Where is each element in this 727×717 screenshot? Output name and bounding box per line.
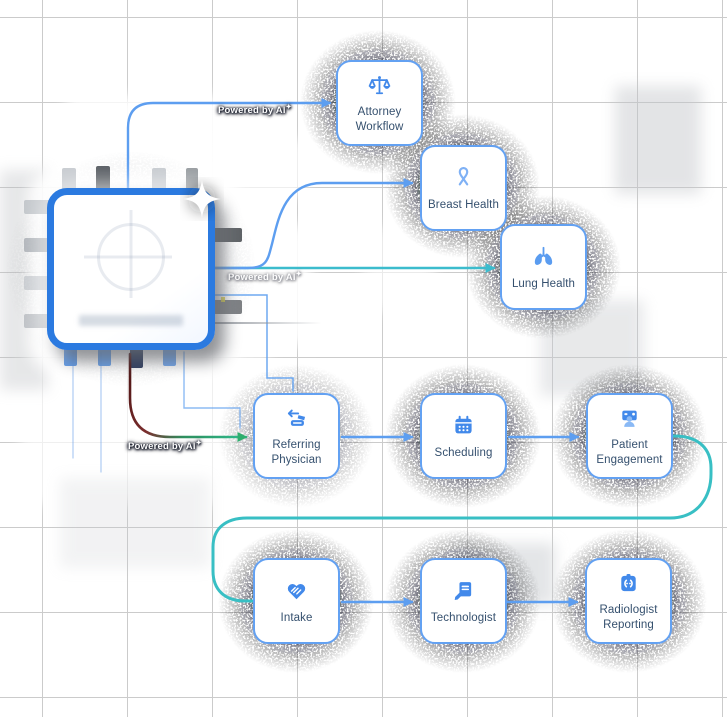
sparkle-icon: [183, 180, 221, 218]
edge-chip-referring-physician: [128, 352, 248, 442]
node-breast-health: Breast Health: [420, 145, 507, 231]
node-attorney-workflow: Attorney Workflow: [336, 60, 423, 146]
edge-chip-step-b: [183, 351, 241, 429]
node-referring-physician: Referring Physician: [253, 393, 340, 479]
node-label: Attorney Workflow: [355, 106, 404, 133]
node-label: Intake: [280, 611, 313, 624]
powered-by-ai-label: Powered by AI✦: [228, 271, 302, 284]
document-pen-icon: [450, 577, 477, 605]
sparkle-icon: ✦: [195, 440, 202, 447]
node-label: Technologist: [430, 611, 497, 624]
fax-arrow-icon: [283, 404, 310, 432]
node-label: Lung Health: [511, 277, 576, 290]
chip-globe-logo: [97, 223, 165, 292]
chip-wordmark: [78, 315, 184, 326]
powered-by-ai-label: Powered by AI✦: [128, 440, 202, 453]
edge-patient-intake: [211, 434, 713, 603]
sparkle-icon: ✦: [295, 271, 302, 278]
ai-chip: [47, 180, 221, 350]
edge-chip-breast-health: [213, 178, 414, 270]
node-technologist: Technologist: [420, 558, 507, 644]
node-patient-engagement: Patient Engagement: [586, 393, 673, 479]
node-label: Breast Health: [428, 198, 499, 211]
edge-chip-attorney-workflow: [126, 98, 332, 192]
patient-monitor-icon: [616, 404, 643, 432]
node-radiologist-reporting: Radiologist Reporting: [585, 558, 672, 644]
lungs-icon: [530, 243, 557, 271]
node-label: Referring Physician: [271, 439, 322, 466]
report-clipboard-icon: [615, 569, 642, 597]
node-label: Scheduling: [434, 446, 493, 459]
calendar-icon: [450, 412, 477, 440]
sparkle-icon: ✦: [285, 104, 292, 111]
node-scheduling: Scheduling: [420, 393, 507, 479]
scale-icon: [366, 71, 393, 99]
handshake-icon: [283, 577, 310, 605]
ribbon-icon: [450, 164, 477, 192]
node-label: Radiologist Reporting: [599, 604, 658, 631]
node-label: Patient Engagement: [596, 439, 663, 466]
node-intake: Intake: [253, 558, 340, 644]
edge-chip-step-a: [214, 294, 294, 392]
powered-by-ai-label: Powered by AI✦: [218, 104, 292, 117]
edges: [72, 98, 713, 607]
node-lung-health: Lung Health: [500, 224, 587, 310]
chip-pins: [24, 166, 242, 368]
